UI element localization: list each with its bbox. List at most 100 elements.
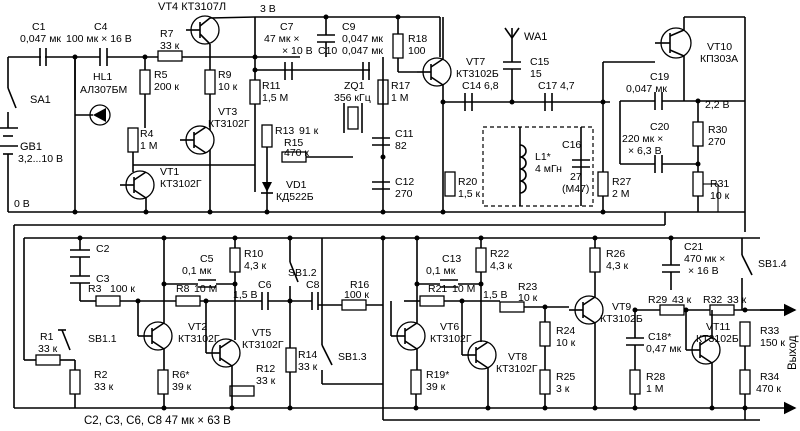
- r21-resistor: [419, 295, 445, 307]
- r9-resistor: [204, 69, 216, 95]
- vt2-transistor: [138, 321, 173, 351]
- vt6-label: VT6: [440, 321, 459, 333]
- vt3-value: КТ3102Г: [208, 118, 250, 130]
- r28-label: R28: [646, 371, 665, 383]
- r22-resistor: [475, 247, 487, 273]
- c13-label: C13: [442, 253, 461, 265]
- c16-value: 27: [570, 171, 582, 183]
- output-label: Выход: [787, 335, 799, 370]
- vt5-label: VT5: [252, 327, 271, 339]
- r18-label: R18: [408, 33, 427, 45]
- vt1-transistor: [120, 170, 155, 200]
- c3-label: C3: [96, 273, 110, 285]
- r11-resistor: [249, 79, 261, 105]
- c4-value: 100 мк × 16 В: [66, 33, 132, 45]
- c13-value: 0,1 мк: [426, 265, 456, 277]
- c6-label: C6: [258, 279, 272, 291]
- r16-value: 100 к: [344, 289, 369, 301]
- r29-resistor: [659, 304, 685, 316]
- sb14-switch: [741, 238, 753, 310]
- c20-label: C20: [650, 121, 669, 133]
- r19-value: 39 к: [426, 381, 446, 393]
- vt3-label: VT3: [218, 106, 237, 118]
- r9-value: 10 к: [218, 81, 238, 93]
- r5-label: R5: [154, 69, 168, 81]
- c14-value: 6,8: [484, 80, 499, 92]
- c12-capacitor: [372, 181, 390, 190]
- c2-label: C2: [96, 243, 110, 255]
- r7-value: 33 к: [160, 40, 180, 52]
- voltage-22-label: 2,2 В: [705, 99, 730, 111]
- c18-capacitor: [626, 337, 644, 346]
- c20-value-2: × 6,3 В: [628, 145, 662, 157]
- c18-value: 0,47 мк: [646, 343, 682, 355]
- r29-label: R29: [648, 294, 667, 306]
- vt2-label: VT2: [188, 321, 207, 333]
- sb11-switch: [58, 329, 71, 351]
- c21-value-2: × 16 В: [688, 265, 719, 277]
- c11-label: C11: [395, 128, 414, 140]
- zq1-label: ZQ1: [344, 80, 365, 92]
- sb12-label: SB1.2: [288, 267, 317, 279]
- c2-capacitor: [70, 249, 90, 258]
- vt10-value: КП303А: [700, 53, 738, 65]
- r20-resistor: [444, 171, 456, 197]
- vt6-value: КТ3102Г: [430, 333, 472, 345]
- r3-resistor: [95, 295, 121, 307]
- c15-label: C15: [530, 56, 549, 68]
- r22-label: R22: [490, 248, 509, 260]
- r18-resistor: [392, 33, 404, 59]
- c9-capacitor: [317, 34, 335, 43]
- r34-resistor: [739, 369, 751, 395]
- r17-label: R17: [391, 80, 410, 92]
- r26-resistor: [589, 247, 601, 273]
- c5-value: 0,1 мк: [182, 265, 212, 277]
- junction-dots: [72, 14, 748, 411]
- r27-resistor: [597, 171, 609, 197]
- r12-value: 33 к: [256, 375, 276, 387]
- vt4-label: VT4 КТ3107Л: [158, 1, 226, 13]
- l1-inductor: [519, 144, 527, 194]
- r25-resistor: [539, 369, 551, 395]
- c15-capacitor: [503, 61, 521, 70]
- c19-label: C19: [650, 71, 669, 83]
- sa1-label: SA1: [30, 94, 51, 106]
- r31-potentiometer: [692, 171, 704, 197]
- c14-label: C14: [462, 80, 481, 92]
- voltage-15-left: 1,5 В: [233, 289, 258, 301]
- r11-value: 1,5 М: [262, 92, 288, 104]
- r26-value: 4,3 к: [606, 260, 629, 272]
- r28-value: 1 М: [646, 383, 664, 395]
- r20-label: R20: [458, 176, 477, 188]
- r30-value: 270: [708, 136, 726, 148]
- vt11-value: КТ3102Б: [696, 333, 739, 345]
- sa1-switch: [7, 57, 17, 128]
- c16-value-2: (М47): [562, 183, 589, 195]
- r33-resistor: [739, 321, 751, 347]
- c8-label: C8: [306, 279, 320, 291]
- r30-resistor: [692, 121, 704, 147]
- r16-label: R16: [350, 279, 369, 291]
- sb14-label: SB1.4: [758, 258, 787, 270]
- c7-capacitor: [284, 62, 293, 80]
- sb13-label: SB1.3: [338, 351, 367, 363]
- vt9-value: КТ3102Б: [600, 313, 643, 325]
- r22-value: 4,3 к: [490, 260, 513, 272]
- voltage-15-right: 1,5 В: [483, 289, 508, 301]
- r19-resistor: [410, 369, 422, 395]
- hl1-value: АЛ307БМ: [80, 84, 127, 96]
- r1-label: R1: [40, 331, 54, 343]
- zq1-crystal: [343, 103, 363, 133]
- r6-label: R6*: [172, 369, 190, 381]
- c18-label: C18*: [648, 331, 671, 343]
- c19-value: 0,047 мк: [626, 83, 667, 95]
- r24-value: 10 к: [556, 337, 576, 349]
- r6-value: 39 к: [172, 381, 192, 393]
- shield-box: [482, 126, 594, 207]
- r3-label: R3: [88, 283, 102, 295]
- r20-value: 1,5 к: [458, 188, 481, 200]
- r23-label: R23: [518, 281, 537, 293]
- r13-resistor: [261, 124, 273, 148]
- r4-value: 1 М: [140, 140, 158, 152]
- c17-value: 4,7: [560, 80, 575, 92]
